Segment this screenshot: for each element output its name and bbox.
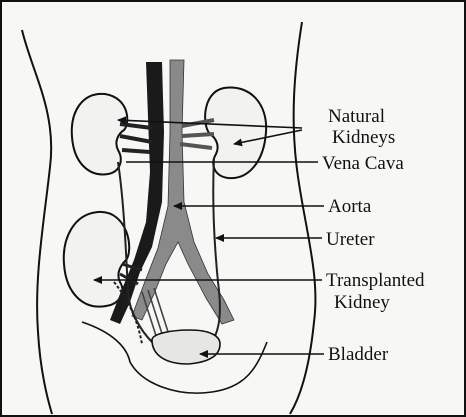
label-kidney: Kidney <box>334 292 390 313</box>
label-ureter: Ureter <box>326 229 375 250</box>
label-vena-cava: Vena Cava <box>322 153 404 174</box>
body-outline-left <box>22 30 52 414</box>
label-bladder: Bladder <box>328 344 388 365</box>
label-natural: Natural <box>328 106 385 127</box>
bladder <box>152 330 220 364</box>
label-transplanted: Transplanted <box>326 270 425 291</box>
transplanted-kidney <box>64 212 129 307</box>
label-kidneys: Kidneys <box>332 127 395 148</box>
label-aorta: Aorta <box>328 196 371 217</box>
body-outline-right <box>290 22 315 414</box>
ureter-right <box>210 158 220 344</box>
